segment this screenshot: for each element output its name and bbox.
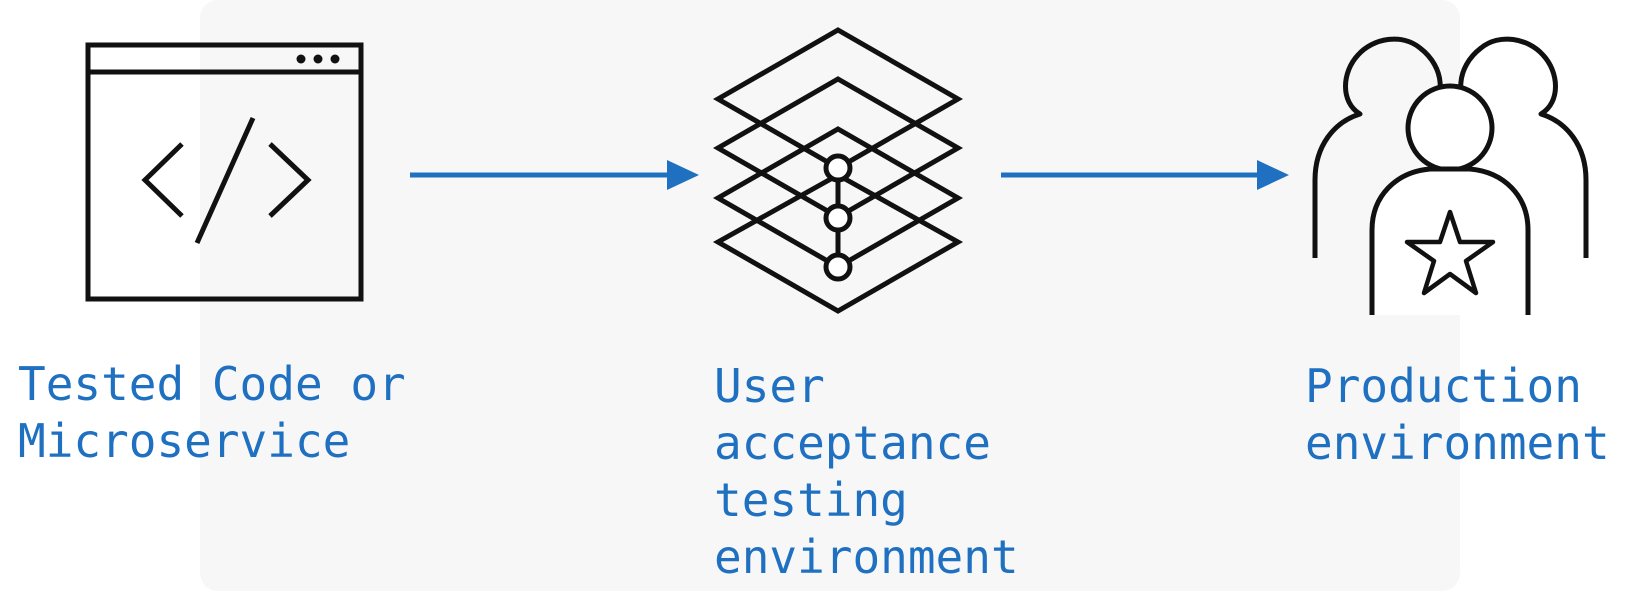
stage-label-code: Tested Code or Microservice (18, 356, 406, 470)
code-window-icon (85, 42, 364, 302)
person-left (1312, 36, 1443, 258)
window-dot-1 (296, 54, 306, 64)
flow-arrow-1-head (667, 160, 699, 190)
stage-label-uat: User acceptance testing environment (714, 358, 1019, 586)
person-center-head (1405, 83, 1495, 173)
flow-arrow-2 (1001, 160, 1289, 190)
layer-node-3 (823, 252, 853, 282)
window-dot-2 (313, 54, 323, 64)
stage-label-uat-line-1: User (714, 359, 825, 413)
stage-label-prod-line-2: environment (1305, 416, 1610, 470)
layer-4 (712, 172, 964, 314)
layer-1 (712, 27, 964, 171)
flow-arrow-2-head (1257, 160, 1289, 190)
layer-node-2 (823, 203, 853, 233)
stage-label-uat-line-4: environment (714, 530, 1019, 584)
window-frame (85, 42, 364, 302)
flow-arrow-1 (410, 160, 699, 190)
stage-label-uat-line-2: acceptance (714, 416, 991, 470)
stage-label-prod-line-1: Production (1305, 359, 1582, 413)
code-slash (194, 116, 256, 245)
star-icon (1404, 209, 1496, 296)
person-right (1458, 36, 1589, 258)
stage-label-uat-line-3: testing (714, 473, 908, 527)
code-bracket-left (141, 142, 184, 218)
window-dot-3 (330, 54, 340, 64)
stage-label-code-line-1: Tested Code or (18, 357, 406, 411)
user-group-star-icon (1312, 36, 1589, 315)
stage-label-prod: Production environment (1305, 358, 1610, 472)
stage-label-code-line-2: Microservice (18, 414, 351, 468)
stacked-layers-icon (712, 27, 964, 314)
background-panel (200, 0, 1460, 591)
code-bracket-right (268, 142, 312, 218)
person-center-body (1369, 166, 1531, 315)
layer-node-1 (823, 153, 853, 183)
